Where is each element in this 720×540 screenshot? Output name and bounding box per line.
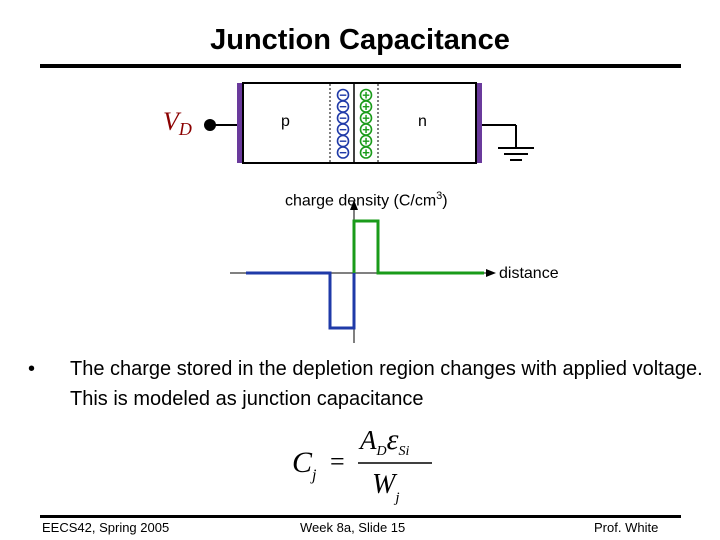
title-divider — [40, 64, 681, 68]
bullet-dot-icon: • — [28, 358, 36, 380]
negative-charge-sign: − — [339, 99, 347, 114]
p-region-label: p — [281, 113, 290, 130]
equation-equals: = — [330, 447, 345, 476]
n-region-label: n — [418, 113, 427, 130]
n-contact — [476, 83, 482, 163]
positive-charge-sign: + — [362, 122, 370, 137]
voltage-label: VD — [163, 107, 192, 139]
negative-charge-sign: − — [339, 88, 347, 103]
slide-title: Junction Capacitance — [210, 24, 510, 56]
plot-x-label: distance — [499, 265, 559, 282]
positive-charge-profile — [352, 219, 484, 275]
negative-charge-sign: − — [339, 145, 347, 160]
positive-charge-sign: + — [362, 99, 370, 114]
y-axis-arrow — [350, 200, 358, 210]
footer-slide-number: Week 8a, Slide 15 — [300, 520, 406, 535]
positive-charge-sign: + — [362, 88, 370, 103]
negative-charge-column: −−−−−− — [336, 88, 350, 160]
equation-numerator: ADεSi — [358, 423, 409, 459]
negative-charge-sign: − — [339, 122, 347, 137]
equation-lhs: Cj — [292, 446, 317, 484]
bullet-text: The charge stored in the depletion regio… — [70, 358, 703, 410]
positive-charge-sign: + — [362, 111, 370, 126]
semiconductor-body — [242, 82, 477, 164]
footer-author: Prof. White — [594, 520, 659, 535]
plot-y-label: charge density (C/cm3) — [285, 190, 448, 210]
p-contact — [237, 83, 243, 163]
x-axis-arrow — [486, 269, 496, 277]
negative-charge-circle — [336, 146, 350, 159]
negative-charge-sign: − — [339, 134, 347, 149]
positive-charge-sign: + — [362, 134, 370, 149]
negative-charge-profile — [246, 271, 356, 330]
footer-course: EECS42, Spring 2005 — [42, 520, 170, 535]
negative-charge-sign: − — [339, 111, 347, 126]
equation-denominator: Wj — [372, 469, 400, 506]
positive-charge-column: ++++++ — [359, 88, 373, 160]
positive-charge-circle — [359, 146, 373, 159]
footer-divider — [40, 515, 681, 518]
positive-charge-sign: + — [362, 145, 370, 160]
